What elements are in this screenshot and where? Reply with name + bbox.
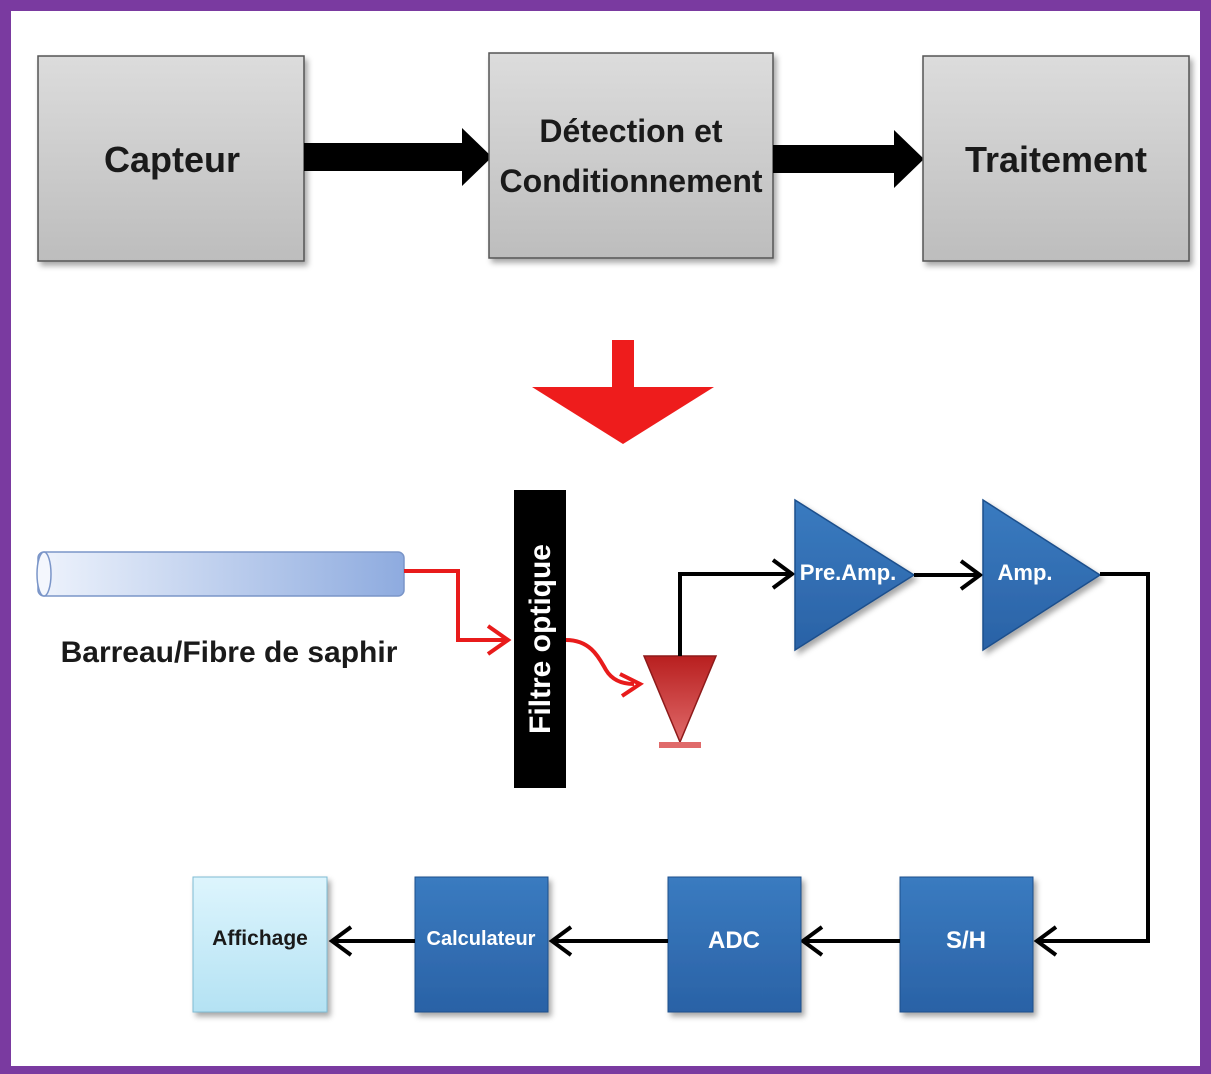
photodiode-icon <box>642 655 718 748</box>
preamp-block: Pre.Amp. <box>794 498 916 652</box>
amp-label: Amp. <box>998 560 1053 585</box>
traitement-label: Traitement <box>965 139 1147 180</box>
optical-filter-block: Filtre optique <box>514 490 566 788</box>
red-down-arrow-icon <box>532 340 714 444</box>
capteur-block: Capteur <box>37 55 305 262</box>
affichage-label: Affichage <box>212 927 308 950</box>
amp-block: Amp. <box>982 498 1102 652</box>
light-path-to-photodiode <box>565 638 644 698</box>
adc-label: ADC <box>708 927 760 954</box>
detection-block: Détection et Conditionnement <box>488 52 774 259</box>
preamp-label: Pre.Amp. <box>800 560 897 585</box>
detection-to-traitement-arrow <box>773 130 924 188</box>
detection-label-line1: Détection et <box>539 113 722 149</box>
calculateur-label: Calculateur <box>427 928 536 950</box>
capteur-to-detection-arrow <box>304 128 492 186</box>
traitement-block: Traitement <box>922 55 1190 262</box>
calculateur-block: Calculateur <box>414 876 549 1013</box>
adc-block: ADC <box>667 876 802 1013</box>
sh-label: S/H <box>946 927 986 954</box>
light-path-to-filter <box>404 569 512 656</box>
filter-label: Filtre optique <box>524 544 557 734</box>
preamp-to-amp-wire <box>914 559 984 591</box>
capteur-label: Capteur <box>104 139 240 180</box>
detection-label-line2: Conditionnement <box>499 163 762 199</box>
affichage-block: Affichage <box>192 876 328 1013</box>
adc-to-calc-wire <box>548 925 668 957</box>
sh-to-adc-wire <box>799 925 900 957</box>
calc-to-display-wire <box>328 925 415 957</box>
fiber-label: Barreau/Fibre de saphir <box>61 636 398 669</box>
amp-to-sh-wire <box>1033 572 1150 957</box>
sh-block: S/H <box>899 876 1034 1013</box>
sapphire-fiber-icon <box>36 551 405 597</box>
photodiode-to-preamp-wire <box>678 558 796 656</box>
